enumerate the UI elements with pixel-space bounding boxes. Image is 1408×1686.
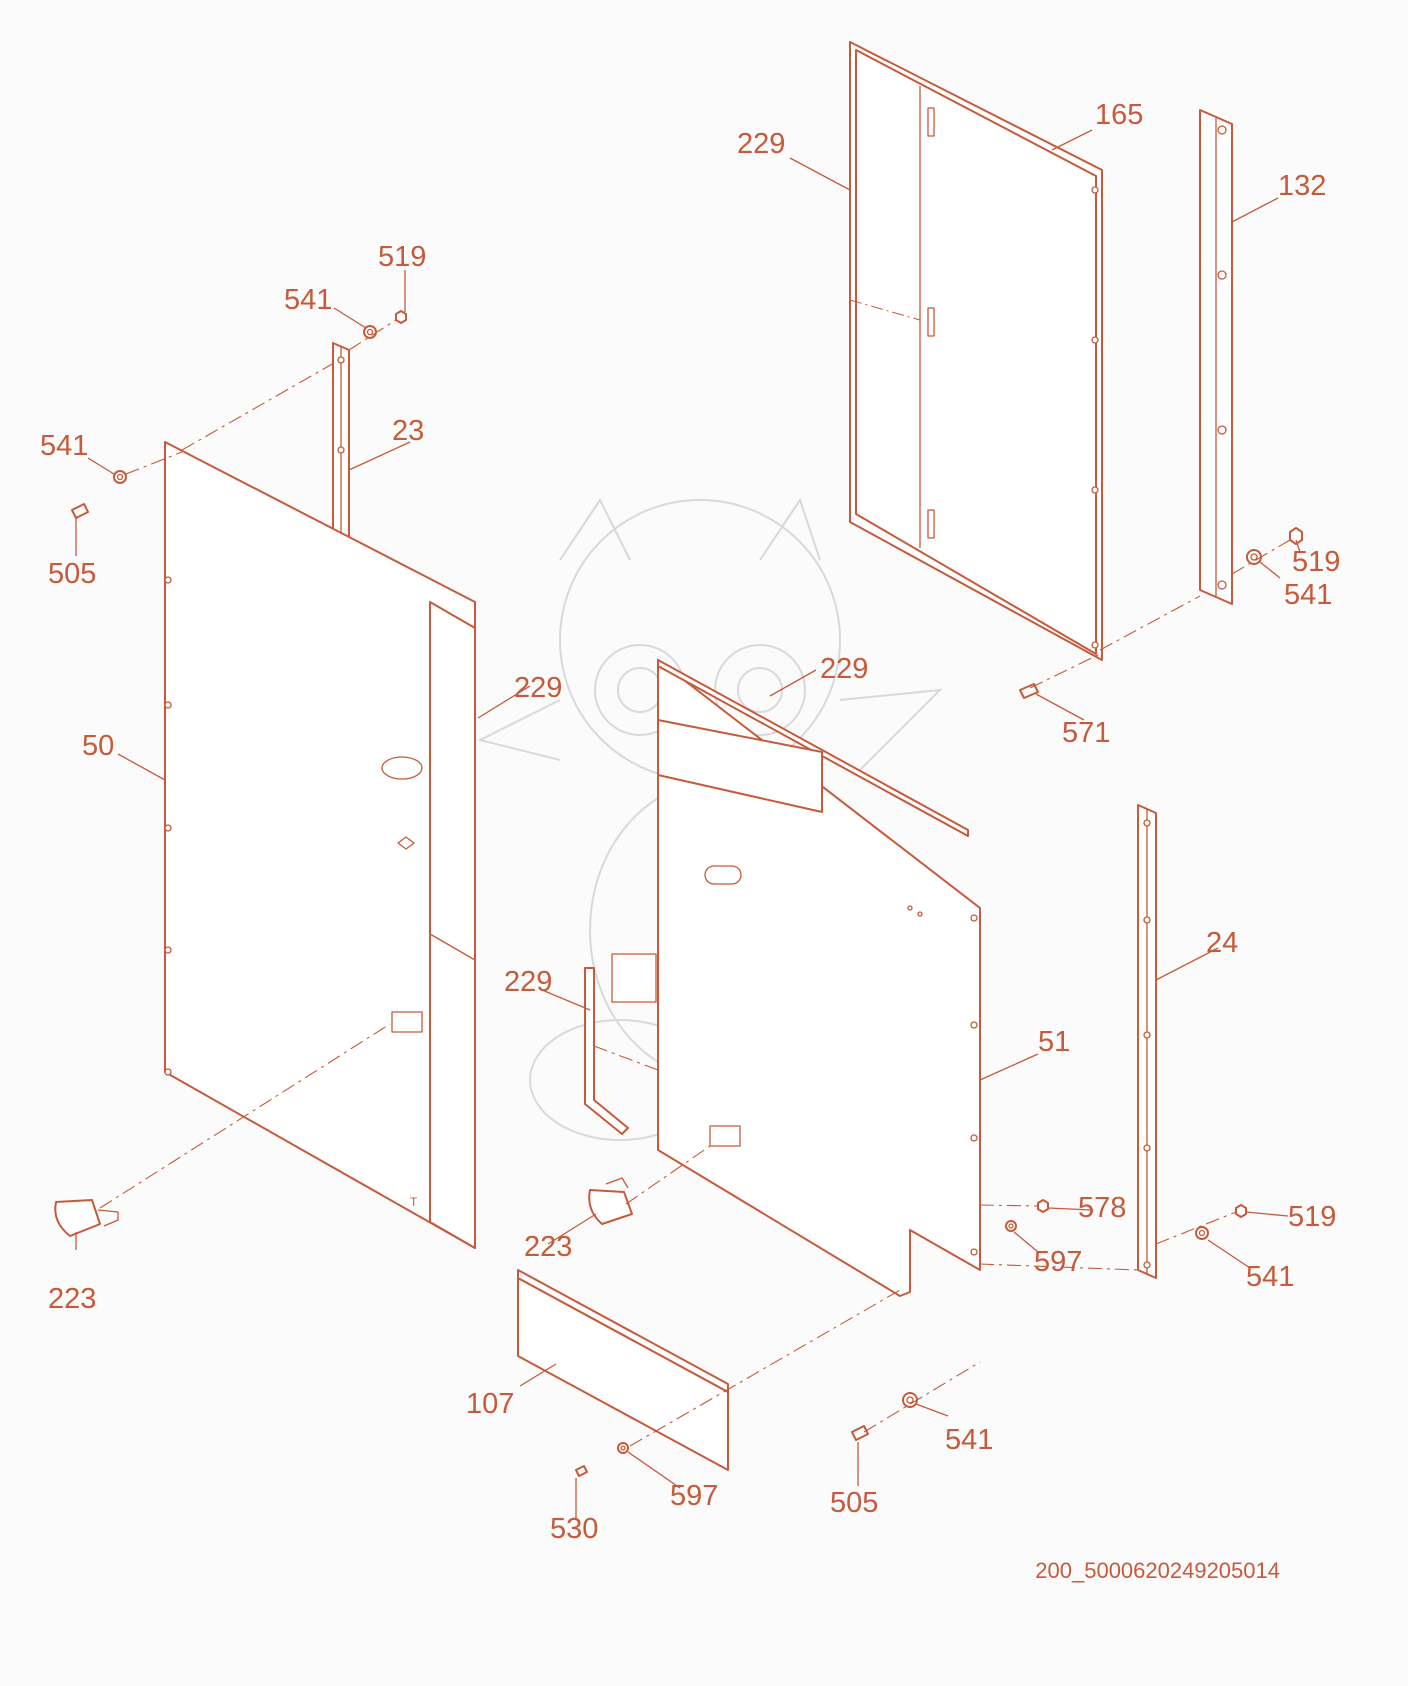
clip-223-left <box>54 1199 119 1237</box>
callout-541-a: 541 <box>284 284 332 316</box>
callout-519-b: 519 <box>1292 546 1340 578</box>
callout-541-e: 541 <box>945 1424 993 1456</box>
callout-229-top: 229 <box>737 128 785 160</box>
reference-id: 200_5000620249205014 <box>1035 1558 1280 1583</box>
callout-223-b: 223 <box>524 1231 572 1263</box>
panel-51 <box>611 659 981 1297</box>
callout-541-c: 541 <box>1284 579 1332 611</box>
callout-24: 24 <box>1206 927 1238 959</box>
callout-107: 107 <box>466 1388 514 1420</box>
plate-107 <box>517 1269 729 1471</box>
callout-23: 23 <box>392 415 424 447</box>
assembly-lines <box>99 319 1291 1447</box>
callout-597-a: 597 <box>1034 1246 1082 1278</box>
leader-lines <box>75 129 1301 1518</box>
strip-132 <box>1199 109 1233 605</box>
callout-132: 132 <box>1278 170 1326 202</box>
callout-571: 571 <box>1062 717 1110 749</box>
callout-541-d: 541 <box>1246 1261 1294 1293</box>
callout-229-left: 229 <box>514 672 562 704</box>
callout-505-b: 505 <box>830 1487 878 1519</box>
callout-229-small: 229 <box>504 966 552 998</box>
callout-50: 50 <box>82 730 114 762</box>
strip-23 <box>332 342 350 543</box>
panel-50: T <box>164 441 476 1249</box>
callout-165: 165 <box>1095 99 1143 131</box>
callout-229-mid: 229 <box>820 653 868 685</box>
callout-530: 530 <box>550 1513 598 1545</box>
callout-labels: 229 165 132 519 541 23 541 505 519 541 2… <box>40 99 1340 1545</box>
svg-text:T: T <box>410 1195 418 1209</box>
callout-51: 51 <box>1038 1026 1070 1058</box>
callout-223-a: 223 <box>48 1283 96 1315</box>
fasteners <box>71 310 1303 1477</box>
callout-597-b: 597 <box>670 1480 718 1512</box>
callout-541-b: 541 <box>40 430 88 462</box>
panel-165 <box>849 41 1103 661</box>
strip-24 <box>1137 804 1157 1279</box>
callout-519-c: 519 <box>1288 1201 1336 1233</box>
clip-223-center <box>588 1177 633 1225</box>
callout-519-a: 519 <box>378 241 426 273</box>
callout-505-a: 505 <box>48 558 96 590</box>
callout-578: 578 <box>1078 1192 1126 1224</box>
seal-229-small <box>584 967 629 1135</box>
